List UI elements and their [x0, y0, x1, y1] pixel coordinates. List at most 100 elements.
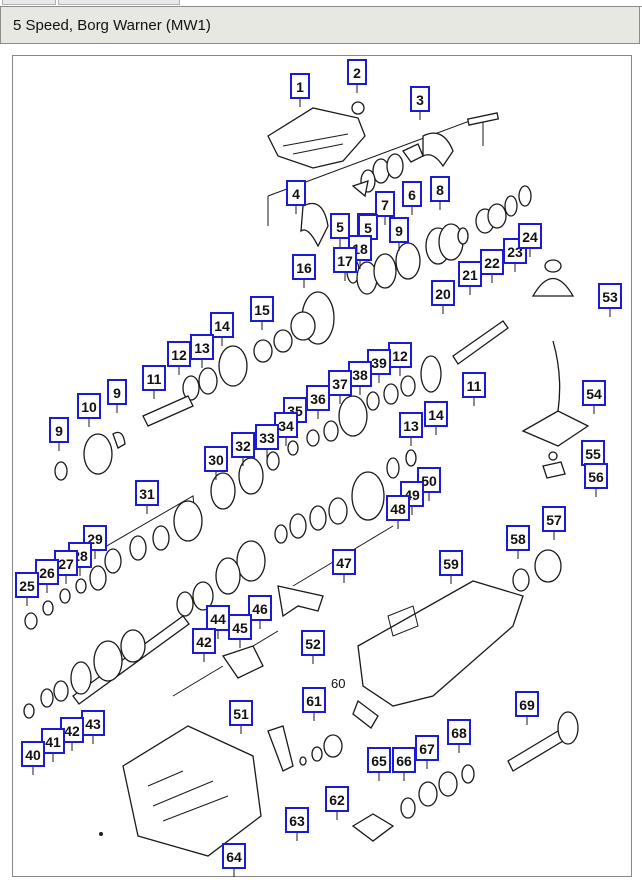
ring-part-12: [306, 429, 320, 447]
callout-51: 51: [229, 700, 253, 726]
input-shaft-part: [142, 395, 194, 427]
callout-21: 21: [458, 261, 482, 287]
callout-61: 61: [302, 687, 326, 713]
ring-part-20: [59, 588, 71, 604]
callout-number: 24: [522, 229, 538, 245]
callout-number: 63: [289, 813, 305, 829]
clip-part: [112, 431, 126, 449]
shift-fork-part-2: [300, 202, 329, 248]
ring-part-13: [287, 440, 299, 456]
callout-box: [285, 807, 309, 833]
ring-part-23: [328, 497, 348, 525]
callout-9: 9: [107, 379, 127, 405]
ring-part-29: [192, 581, 214, 611]
callout-box: [582, 380, 606, 406]
callout-number: 47: [336, 555, 352, 571]
callout-31: 31: [135, 480, 159, 506]
callout-44: 44: [206, 605, 230, 631]
callout-box: [399, 412, 423, 438]
callout-3: 3: [410, 86, 430, 112]
callout-box: [21, 741, 45, 767]
callout-box: [142, 365, 166, 391]
callout-number: 55: [585, 446, 601, 462]
callout-number: 45: [232, 620, 248, 636]
callout-52: 52: [301, 630, 325, 656]
top-cover-detail: [282, 133, 349, 155]
gear-part-13: [93, 640, 123, 682]
gear-part-2: [395, 242, 421, 280]
gear-part-14: [120, 629, 146, 663]
lever-base-part: [521, 410, 590, 447]
callout-number: 69: [519, 697, 535, 713]
callout-number: 37: [332, 376, 348, 392]
callout-33: 33: [255, 424, 279, 450]
callout-box: [333, 247, 357, 273]
callout-12: 12: [167, 341, 191, 367]
ring-part-24: [309, 505, 327, 531]
callout-number: 46: [252, 601, 268, 617]
ring-part-33: [23, 703, 35, 719]
callout-box: [292, 254, 316, 280]
ring-part-34: [311, 746, 323, 762]
gear-part-15: [70, 661, 92, 695]
callout-25: 25: [15, 572, 39, 598]
washer-part: [548, 451, 558, 461]
callout-number: 67: [419, 741, 435, 757]
callout-37: 37: [328, 370, 352, 396]
ring-part-8: [400, 375, 416, 397]
bracket-part: [267, 725, 294, 772]
callout-number: 11: [467, 378, 482, 394]
callout-number: 59: [443, 556, 459, 572]
callout-65: 65: [367, 747, 391, 773]
bearing-part-4: [218, 345, 248, 387]
gear-part-8: [210, 472, 236, 510]
callout-number: 2: [353, 65, 361, 81]
callout-box: [248, 595, 272, 621]
ring-part-9: [383, 383, 399, 405]
callout-box: [347, 59, 367, 85]
callout-number: 9: [113, 385, 121, 401]
callout-number: 4: [292, 186, 300, 202]
callout-number: 32: [235, 438, 251, 454]
callout-17: 17: [333, 247, 357, 273]
callout-box: [410, 86, 430, 112]
callout-box: [325, 786, 349, 812]
ring-part-2: [386, 153, 404, 179]
seal-part: [534, 549, 562, 583]
callout-number: 34: [278, 418, 294, 434]
tab-placeholder-1[interactable]: [2, 0, 56, 5]
callout-36: 36: [306, 385, 330, 411]
callout-4: 4: [286, 180, 306, 206]
bearing-part-6: [438, 771, 458, 797]
tab-placeholder-2[interactable]: [58, 0, 180, 5]
callout-box: [424, 401, 448, 427]
callout-number: 17: [337, 253, 353, 269]
case-ribs: [147, 770, 229, 822]
exploded-parts-diagram: 1234567896518171620212223245315141312111…: [12, 55, 632, 877]
callout-66: 66: [392, 747, 416, 773]
callout-box: [392, 747, 416, 773]
callout-32: 32: [231, 432, 255, 458]
shifter-part: [221, 645, 264, 679]
callout-number: 42: [196, 634, 212, 650]
callout-11: 11: [142, 365, 166, 391]
callout-box: [542, 506, 566, 532]
callout-16: 16: [292, 254, 316, 280]
interlock-part: [402, 143, 424, 163]
callout-number: 48: [390, 501, 406, 517]
callout-number: 52: [305, 636, 321, 652]
callout-box: [231, 432, 255, 458]
callout-15: 15: [250, 296, 274, 322]
seal-part-2: [323, 734, 343, 758]
callout-number: 44: [210, 611, 226, 627]
callout-box: [301, 630, 325, 656]
ring-part-28: [405, 449, 417, 467]
callout-number: 15: [254, 302, 270, 318]
callout-box: [389, 217, 409, 243]
callout-box: [439, 550, 463, 576]
callout-box: [255, 424, 279, 450]
gear-part-5: [420, 355, 442, 393]
callout-number: 16: [296, 260, 312, 276]
callout-number: 53: [602, 289, 618, 305]
callout-number: 62: [329, 792, 345, 808]
